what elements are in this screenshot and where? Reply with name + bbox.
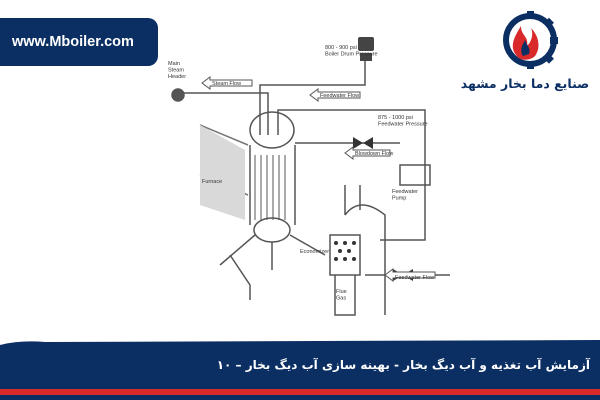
steam-line	[259, 60, 366, 135]
steam-line-2	[250, 92, 269, 135]
brand-name: صنایع دما بخار مشهد	[460, 76, 590, 91]
blowdown-flow-label: Blowdown Flow	[355, 151, 393, 157]
caption-band	[0, 340, 600, 400]
economizer-label: Economizer	[300, 249, 329, 255]
ash-hopper	[229, 254, 251, 300]
economizer	[329, 234, 361, 276]
mud-drum	[253, 217, 291, 243]
company-logo	[503, 11, 558, 69]
flue-duct	[344, 185, 386, 315]
feedwater-flow-top-label: Feedwater Flow	[320, 93, 359, 99]
furnace-walls	[249, 145, 296, 225]
feedwater-line	[277, 109, 426, 241]
steam-flow-label: Steam Flow	[212, 81, 241, 87]
hopper	[219, 234, 326, 266]
caption-text: آزمایش آب تغذیه و آب دیگ بخار - بهینه سا…	[216, 358, 590, 372]
economizer-dots	[334, 241, 356, 261]
furnace-label: Furnace	[202, 179, 222, 185]
valves	[353, 137, 413, 281]
flue-stack	[334, 275, 356, 316]
feedwater-flow-bottom-label: Feedwater Flow	[395, 275, 434, 281]
furnace-wall-fill	[200, 125, 245, 220]
flow-arrows	[201, 76, 436, 282]
main-steam-header	[171, 88, 185, 102]
feedwater-pump	[399, 164, 431, 186]
water-tubes	[254, 155, 286, 220]
pressure-transmitter	[358, 37, 374, 61]
site-url-badge[interactable]: www.Mboiler.com	[0, 18, 158, 66]
boiler-drum	[249, 111, 295, 149]
site-url[interactable]: www.Mboiler.com	[12, 34, 134, 50]
